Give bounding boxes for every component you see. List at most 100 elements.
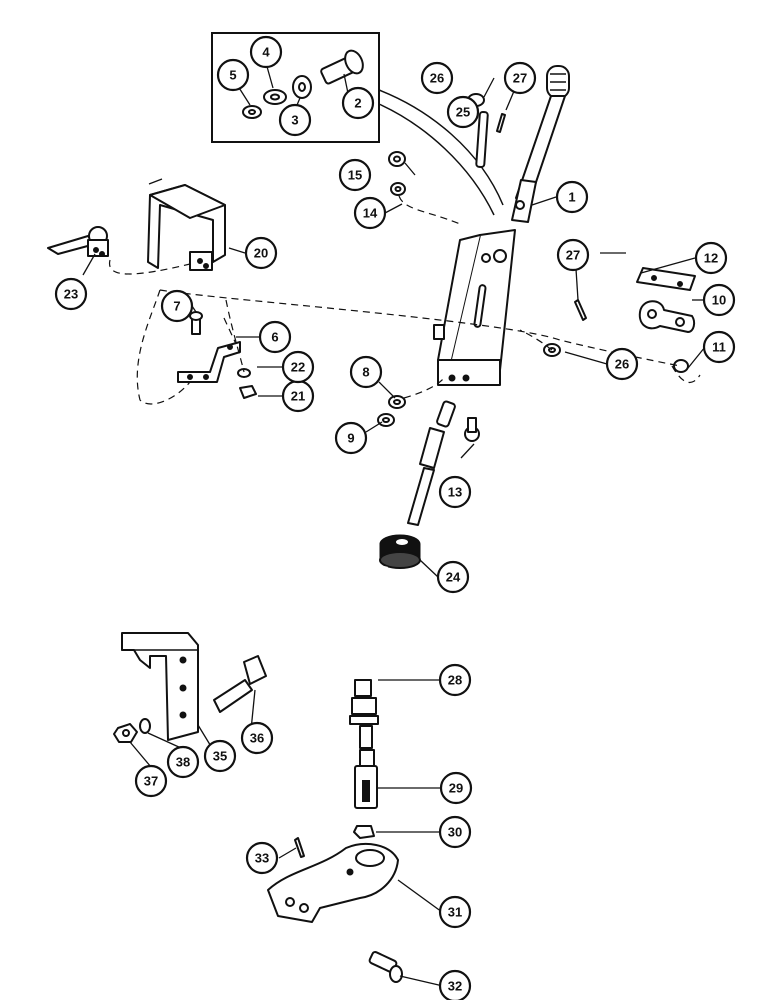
callout-label: 38 [176,755,190,770]
washer-14 [390,182,406,196]
callout-9: 9 [334,421,368,455]
callout-label: 5 [229,68,236,83]
callout-label: 13 [448,485,462,500]
callout-label: 23 [64,287,78,302]
callout-31: 31 [438,895,472,929]
washer-38 [139,718,151,734]
cotter-pin-33 [294,837,305,858]
lock-washer-5 [242,105,262,119]
washer-22 [237,368,251,378]
nut-37 [113,723,138,743]
callout-27-right: 27 [556,238,590,272]
callout-label: 32 [448,979,462,994]
callout-35: 35 [203,739,237,773]
callout-12: 12 [694,241,728,275]
flat-washer-4 [263,89,287,105]
latch-23 [47,226,109,257]
callout-label: 24 [446,570,461,585]
dashed-connections [109,195,701,405]
callout-14: 14 [353,196,387,230]
callout-38: 38 [166,745,200,779]
cable-28 [349,565,388,749]
nut-9 [377,413,395,427]
callout-label: 10 [712,293,726,308]
callout-label: 26 [430,71,444,86]
cover-20 [147,184,226,271]
callout-label: 31 [448,905,462,920]
clevis-29 [354,749,378,809]
nut-21 [239,385,257,399]
callout-label: 2 [354,96,361,111]
callout-label: 37 [144,774,158,789]
callout-label: 22 [291,360,305,375]
callout-8: 8 [349,355,383,389]
callout-25: 25 [446,95,480,129]
pivot-pin [320,49,364,85]
callout-label: 28 [448,673,462,688]
cotter-pin-27-top [496,113,506,133]
pin-25 [475,110,489,169]
stud-13 [464,417,480,442]
callout-26-right: 26 [605,347,639,381]
callout-label: 27 [566,248,580,263]
callout-10: 10 [702,283,736,317]
nut-15 [388,151,406,167]
clamp-10 [638,300,696,333]
callout-label: 14 [363,206,378,221]
callout-label: 29 [449,781,463,796]
cable-upper-end [407,400,456,526]
lever-bracket [433,229,516,386]
callout-23: 23 [54,277,88,311]
callout-label: 1 [568,190,575,205]
callout-1: 1 [555,180,589,214]
callout-37: 37 [134,764,168,798]
nut-11 [673,359,689,373]
callout-label: 33 [255,851,269,866]
callout-21: 21 [281,379,315,413]
callout-36: 36 [240,721,274,755]
callout-label: 25 [456,105,470,120]
callout-label: 9 [347,431,354,446]
callout-29: 29 [439,771,473,805]
callout-label: 30 [448,825,462,840]
callout-27-top: 27 [503,61,537,95]
pin-32 [368,951,403,983]
callout-label: 36 [250,731,264,746]
callout-label: 6 [271,330,278,345]
detail-inset [211,32,504,216]
callout-11: 11 [702,330,736,364]
callout-13: 13 [438,475,472,509]
callout-4: 4 [249,35,283,69]
bolt-36 [213,655,267,713]
callout-22: 22 [281,350,315,384]
callout-20: 20 [244,236,278,270]
callout-label: 11 [712,340,726,355]
grommet-24 [379,534,421,569]
callout-3: 3 [278,103,312,137]
callout-label: 26 [615,357,629,372]
lever-31 [267,843,399,923]
callout-15: 15 [338,158,372,192]
callout-28: 28 [438,663,472,697]
nut-8 [388,395,406,409]
callout-label: 8 [362,365,369,380]
callout-26-top: 26 [420,61,454,95]
shift-lever [511,65,570,223]
callout-5: 5 [216,58,250,92]
callout-label: 27 [513,71,527,86]
callout-label: 4 [262,45,270,60]
callout-label: 35 [213,749,227,764]
callout-32: 32 [438,969,472,1000]
callout-label: 21 [291,389,305,404]
flat-washer-3 [292,75,312,99]
callout-label: 15 [348,168,362,183]
bracket-35 [121,632,199,741]
callout-7: 7 [160,289,194,323]
callout-label: 3 [291,113,298,128]
callout-2: 2 [341,86,375,120]
callout-6: 6 [258,320,292,354]
cotter-pin-27-right [574,299,587,321]
callout-30: 30 [438,815,472,849]
callout-33: 33 [245,841,279,875]
